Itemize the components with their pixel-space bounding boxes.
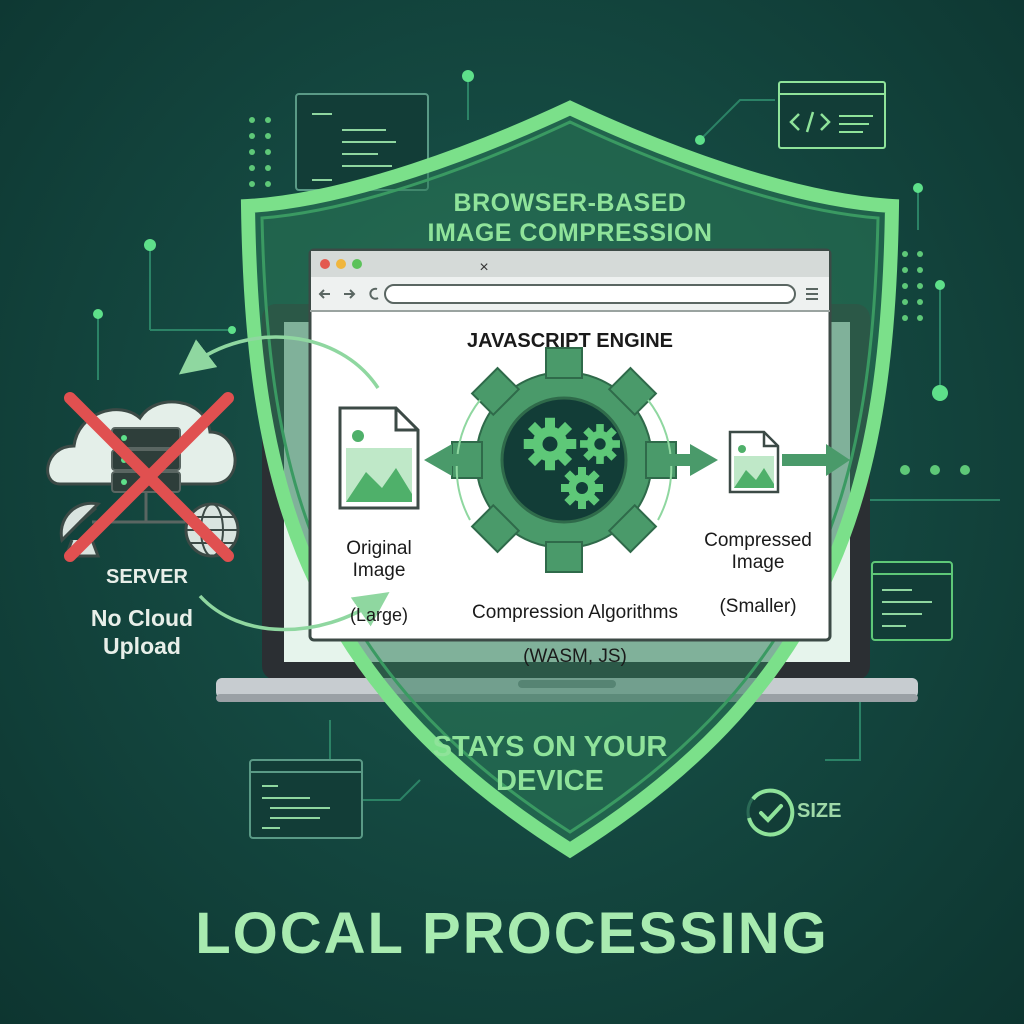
no-cloud-upload-label: No Cloud Upload — [90, 605, 194, 659]
code-window-icon — [871, 561, 953, 641]
original-image-title: Original Image — [346, 538, 412, 581]
original-image-note: (Large) — [349, 605, 409, 625]
code-window-icon — [249, 759, 363, 839]
circuit-lines — [97, 76, 1000, 801]
image-file-icon — [728, 430, 780, 494]
shield-footer: STAYS ON YOUR DEVICE — [432, 731, 668, 797]
engine-label: JAVASCRIPT ENGINE — [467, 330, 673, 352]
compressed-image-title: Compressed Image — [704, 530, 812, 573]
bottom-title: LOCAL PROCESSING — [195, 901, 829, 966]
flow-arrows — [424, 444, 850, 476]
algorithms-label: Compression Algorithms (WASM, JS) — [430, 580, 720, 690]
shield-heading: BROWSER-BASED IMAGE COMPRESSION — [427, 189, 713, 247]
code-window-icon — [778, 81, 886, 149]
original-image-label: Original Image (Large) — [322, 516, 436, 648]
server-label: SERVER — [106, 566, 188, 588]
compressed-image-note: (Smaller) — [719, 596, 797, 617]
size-label: SIZE — [797, 800, 842, 822]
image-file-icon — [338, 406, 420, 510]
no-server-cross — [64, 392, 234, 562]
algorithms-title: Compression Algorithms — [472, 602, 678, 623]
browser-close-glyph[interactable]: × — [479, 259, 488, 276]
algorithms-note: (WASM, JS) — [523, 646, 627, 667]
dot-grid — [249, 117, 970, 475]
circuit-nodes — [93, 70, 948, 401]
compressed-image-label: Compressed Image (Smaller) — [690, 508, 826, 640]
check-icon — [746, 788, 795, 837]
